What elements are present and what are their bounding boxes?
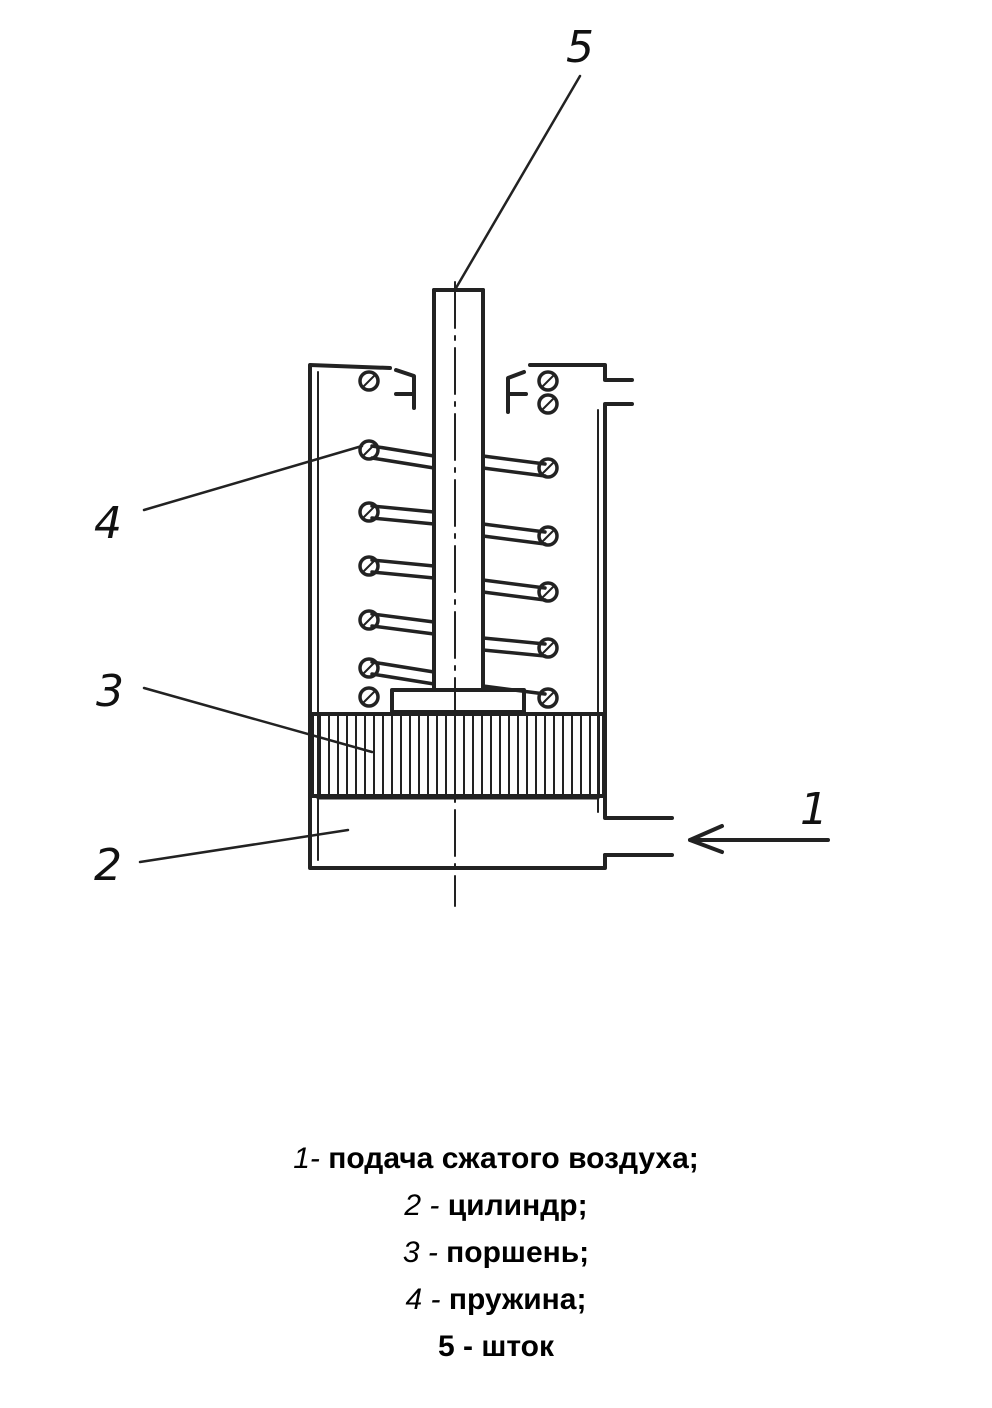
rod-seal-right [506,370,528,414]
legend-item-2: 2 - цилиндр; [0,1182,992,1229]
legend-text: цилиндр; [439,1189,588,1222]
legend-number: 2 - [404,1189,440,1222]
callout-2: 2 [94,840,122,891]
callout-3: 3 [96,666,124,717]
leader-line-2 [138,828,350,864]
legend-number: 1- [293,1142,320,1175]
cylinder-left-wall [308,363,607,870]
legend-text: подача сжатого воздуха; [319,1142,699,1175]
leader-line-4 [142,444,364,512]
legend-number: 5 - [438,1330,474,1363]
legend-item-3: 3 - поршень; [0,1229,992,1276]
legend-item-5: 5 - шток [0,1323,992,1370]
legend-number: 3 - [402,1236,438,1269]
cylinder-right-lower-wall [603,402,674,820]
spring [358,370,559,709]
pneumatic-cylinder-diagram: 5 4 3 2 1 [94,22,830,907]
legend-text: шток [473,1330,554,1363]
spring-seat [390,688,526,714]
rod-seal-left [394,368,416,410]
piston [310,712,606,798]
callout-5: 5 [566,22,594,73]
air-supply-arrow [688,824,830,854]
spring-wire-sections [358,370,559,709]
cylinder-right-wall [528,363,634,382]
leader-line-5 [454,74,582,290]
callout-1: 1 [800,784,828,835]
piston-rod [432,281,485,907]
legend-text: пружина; [440,1283,587,1316]
legend-number: 4 - [405,1283,441,1316]
legend-item-1: 1- подача сжатого воздуха; [0,1135,992,1182]
leader-line-3 [142,686,374,754]
legend-text: поршень; [437,1236,590,1269]
legend: 1- подача сжатого воздуха; 2 - цилиндр; … [0,1135,992,1370]
legend-item-4: 4 - пружина; [0,1276,992,1323]
callout-4: 4 [94,498,122,549]
